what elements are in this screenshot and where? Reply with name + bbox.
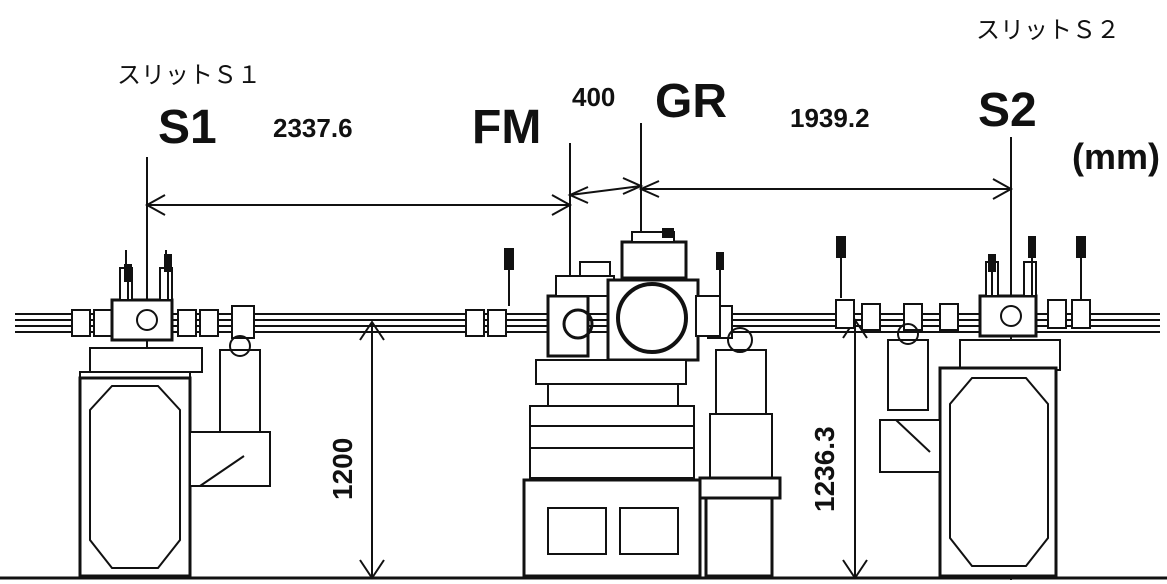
valve-handle [504, 248, 514, 306]
valve-handle [1076, 236, 1086, 300]
dim-s1-fm: 2337.6 [273, 113, 353, 143]
valve-handle [836, 236, 846, 298]
valve-handle [988, 254, 996, 296]
unit-label: (mm) [1072, 136, 1160, 177]
valve-handles [124, 228, 1086, 306]
slit1-caption: スリットＳ１ [117, 61, 261, 89]
stand-s2 [879, 323, 1058, 578]
label-gr: GR [655, 75, 727, 128]
fm-gr-chamber [546, 231, 721, 362]
dim-gr-s2: 1939.2 [790, 103, 870, 133]
valve-handle [662, 228, 674, 238]
horizontal-dimension-lines [144, 177, 1014, 216]
fm-gr-stage [522, 359, 702, 578]
valve-handle [164, 254, 172, 300]
valve-handle [124, 264, 132, 300]
valve-handle [1028, 236, 1036, 296]
dim-right-height: 1236.3 [809, 426, 840, 512]
label-s2: S2 [978, 84, 1037, 137]
slit-s2-assembly [959, 261, 1061, 371]
stand-s1 [78, 335, 271, 578]
vacuum-pump [698, 327, 782, 578]
valve-handle [716, 252, 724, 296]
dim-left-height: 1200 [327, 438, 358, 500]
label-s1: S1 [158, 101, 217, 154]
dim-fm-gr: 400 [572, 82, 615, 112]
slit2-caption: スリットＳ２ [976, 16, 1120, 44]
label-fm: FM [472, 101, 541, 154]
